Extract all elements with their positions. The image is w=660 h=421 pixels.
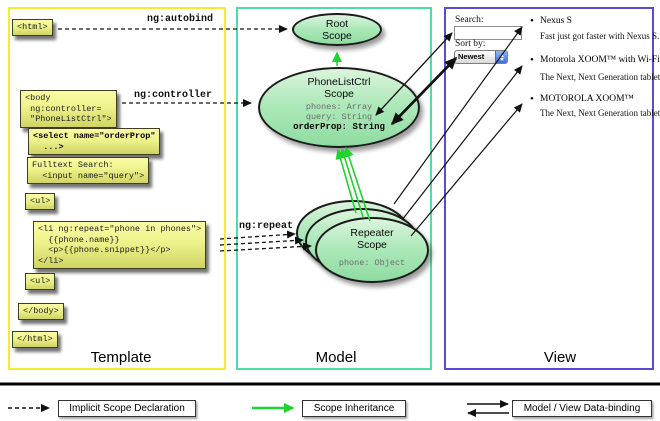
prop-phones: phones: Array xyxy=(305,102,373,112)
repeater-scope-title: Repeater Scope xyxy=(350,227,394,251)
code-li-repeat: <li ng:repeat="phone in phones"> {{phone… xyxy=(33,221,207,269)
root-scope-ellipse: Root Scope xyxy=(292,13,382,46)
sort-dropdown-value: Newest xyxy=(458,52,485,61)
repeater-scope-ellipse-front: Repeater Scope phone: Object xyxy=(315,217,429,283)
prop-query: query: String xyxy=(305,112,373,122)
dropdown-stepper-icon[interactable] xyxy=(495,51,507,63)
code-html-open: <html> xyxy=(12,19,53,36)
code-ul-close: <ul> xyxy=(25,273,56,290)
phone-item-desc: Fast just got faster with Nexus S. xyxy=(540,31,660,41)
phonelistctrl-scope-ellipse: PhoneListCtrl Scope phones: Array query:… xyxy=(258,67,420,148)
sort-dropdown[interactable]: Newest xyxy=(454,50,508,64)
view-column-label: View xyxy=(543,349,577,366)
legend-model-view-databinding: Model / View Data-binding xyxy=(512,400,652,417)
prop-orderprop: orderProp: String xyxy=(293,122,385,132)
code-html-close: </html> xyxy=(12,331,58,348)
phone-item-name: Motorola XOOM™ with Wi-Fi xyxy=(530,54,660,66)
template-column-label: Template xyxy=(90,349,152,366)
phone-item-desc: The Next, Next Generation tablet. xyxy=(540,72,660,82)
code-body-close: </body> xyxy=(18,303,64,320)
label-ng-controller: ng:controller xyxy=(134,90,213,101)
label-ng-autobind: ng:autobind xyxy=(147,14,214,25)
model-column-label: Model xyxy=(315,349,357,366)
phone-item-name: MOTOROLA XOOM™ xyxy=(530,93,634,105)
legend-implicit-scope-declaration: Implicit Scope Declaration xyxy=(58,400,196,417)
model-column xyxy=(236,7,432,370)
prop-phone: phone: Object xyxy=(338,258,406,268)
code-body-open: <body ng:controller= "PhoneListCtrl"> xyxy=(20,90,117,128)
sort-by-label: Sort by: xyxy=(455,39,486,49)
phone-item-desc: The Next, Next Generation tablet. xyxy=(540,108,660,118)
root-scope-title: Root Scope xyxy=(322,18,352,42)
search-input[interactable] xyxy=(454,26,522,40)
code-select-orderprop: <select name="orderProp" ...> xyxy=(28,128,161,155)
code-ul-open: <ul> xyxy=(25,193,56,210)
code-fulltext-search: Fulltext Search: <input name="query"> xyxy=(27,157,150,184)
phone-item-name: Nexus S xyxy=(530,15,572,27)
legend-scope-inheritance: Scope Inheritance xyxy=(302,400,406,417)
search-label: Search: xyxy=(455,15,484,25)
label-ng-repeat: ng:repeat xyxy=(239,221,294,232)
phonelistctrl-scope-title: PhoneListCtrl Scope xyxy=(307,76,371,100)
